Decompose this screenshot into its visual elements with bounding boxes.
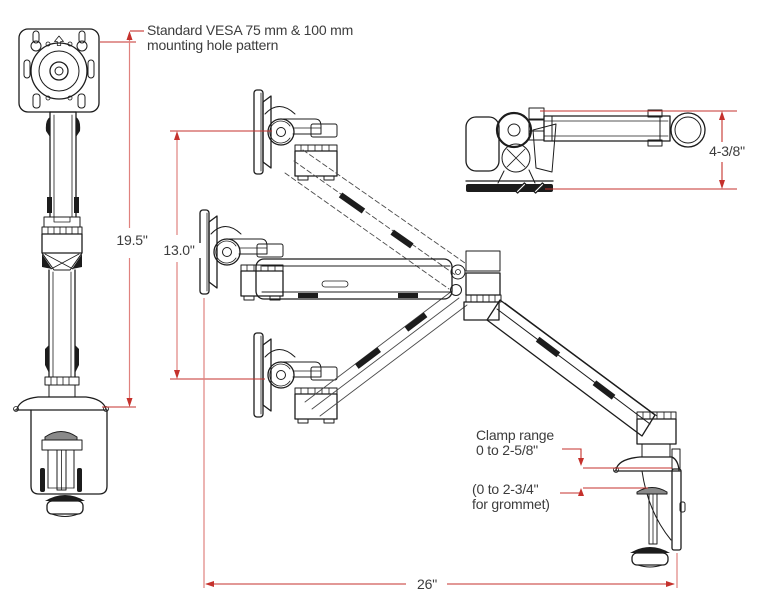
vesa-note-label: Standard VESA 75 mm & 100 mm mounting ho…: [147, 23, 353, 53]
front-view-drawing: [13, 28, 109, 517]
upper-arm-horizontal: [255, 258, 466, 300]
clamp-range-leader: [562, 448, 672, 469]
dim-26-inch: [203, 298, 678, 588]
vesa-note-line1: Standard VESA 75 mm & 100 mm: [147, 22, 354, 38]
grommet-range-label: (0 to 2-3/4" for grommet): [472, 482, 550, 512]
dimension-annotations: [100, 30, 737, 588]
up-arrow-glyph: [54, 35, 64, 46]
clamp-range-label: Clamp range 0 to 2-5/8": [476, 428, 554, 458]
dim-13-0-inch: [170, 130, 272, 380]
vesa-head-middle-position: [199, 209, 284, 301]
dim-folded-height-label: 4-3/8": [699, 144, 755, 159]
desk-clamp-side: [613, 411, 686, 568]
top-view-drawing: [465, 107, 706, 194]
side-view-drawing: [199, 89, 686, 568]
grommet-range-leader: [560, 487, 648, 496]
elbow-joint: [463, 250, 502, 321]
dim-reach-label: 26": [407, 577, 447, 592]
dim-4-3-8-inch: [540, 110, 737, 190]
upper-arm-lowered-phantom: [304, 290, 468, 417]
clamp-range-line2: 0 to 2-5/8": [476, 442, 538, 458]
clamp-range-line1: Clamp range: [476, 427, 554, 443]
lower-arm: [486, 299, 658, 437]
grommet-range-line2: for grommet): [472, 496, 550, 512]
vesa-head-bottom-position: [253, 332, 338, 424]
dim-19-5-inch: [100, 31, 136, 408]
upper-arm-raised-phantom: [284, 149, 466, 290]
vesa-head-top-position: [253, 89, 338, 181]
vesa-note-line2: mounting hole pattern: [147, 37, 279, 53]
grommet-range-line1: (0 to 2-3/4": [472, 481, 539, 497]
dim-pole-height-label: 19.5": [107, 233, 157, 248]
dim-lift-range-label: 13.0": [154, 243, 204, 258]
